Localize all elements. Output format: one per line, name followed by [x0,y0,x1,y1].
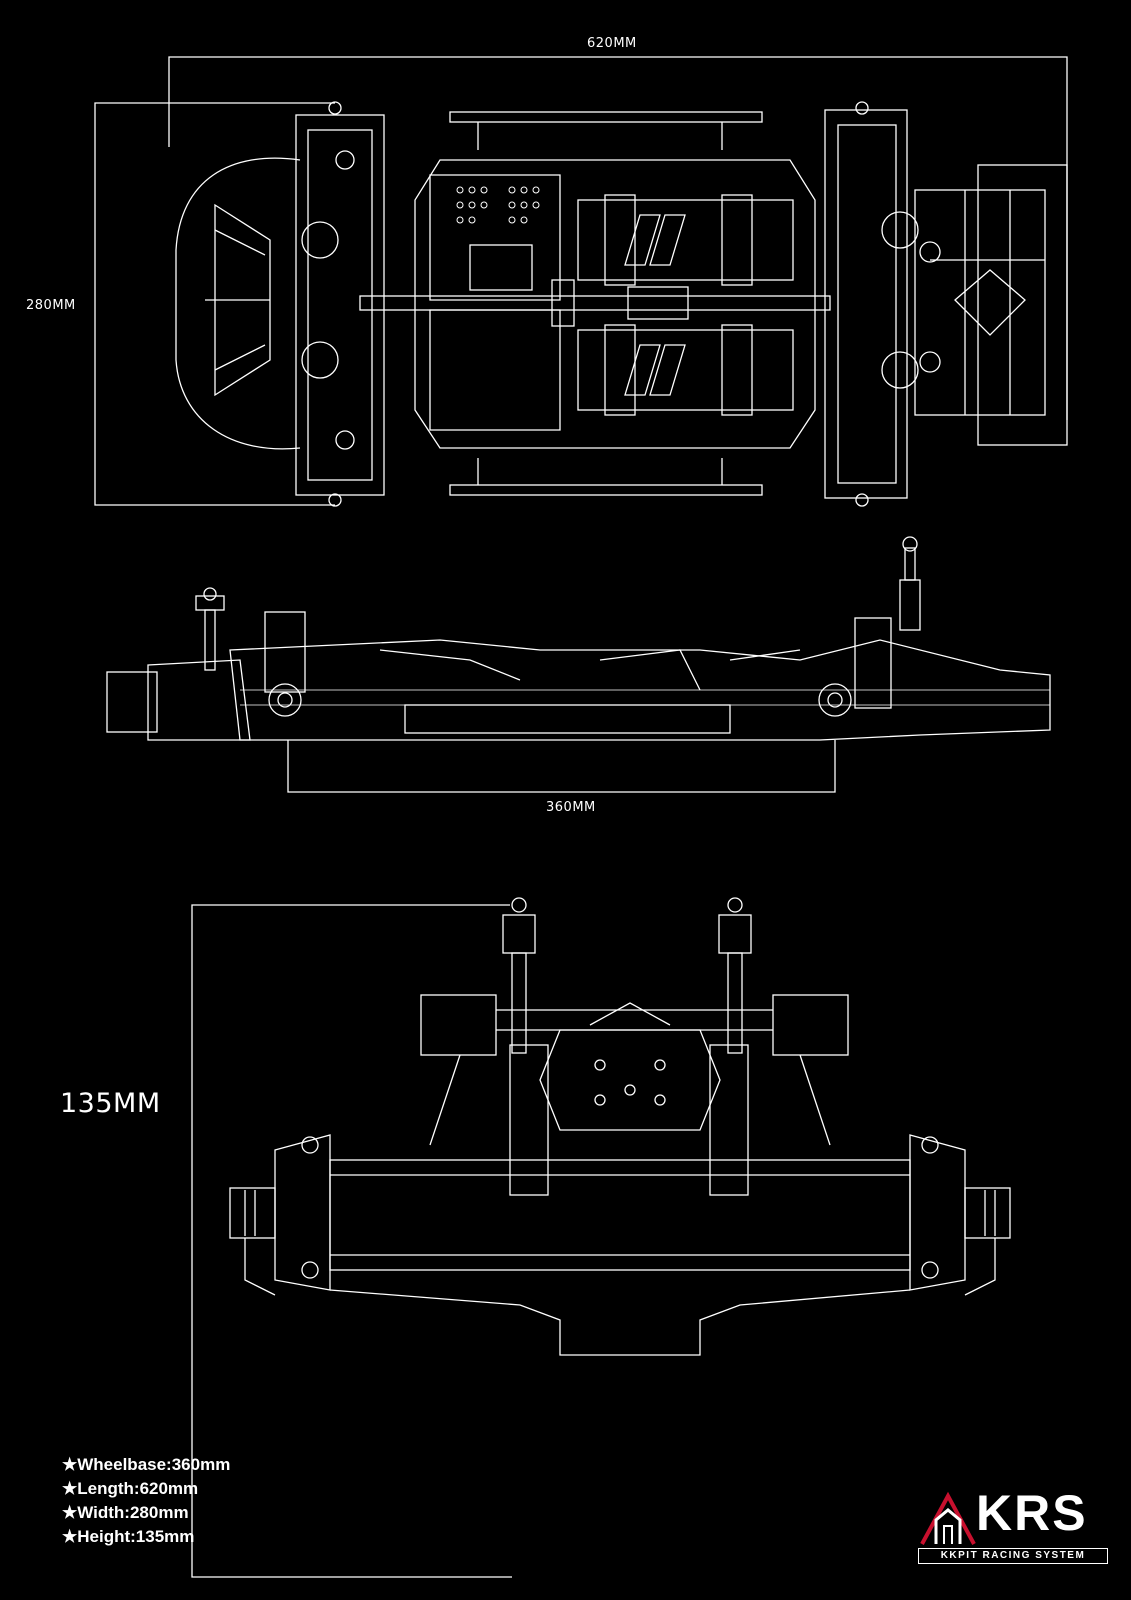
side-view-chassis [106,536,1051,741]
height-label: 135MM [60,1088,161,1119]
wheelbase-dimension-line [287,740,836,793]
logo-wordmark: KRS [976,1485,1088,1541]
spec-item-length: ★Length:620mm [62,1479,199,1498]
width-dimension-line [94,102,335,506]
star-icon: ★ [62,1479,78,1498]
logo-tagline: KKPIT RACING SYSTEM [918,1548,1108,1564]
front-view-chassis [229,897,1011,1356]
spec-item-height: ★Height:135mm [62,1527,195,1546]
star-icon: ★ [62,1527,78,1546]
star-icon: ★ [62,1455,78,1474]
spec-item-wheelbase: ★Wheelbase:360mm [62,1455,231,1474]
wheelbase-label: 360MM [546,800,596,815]
length-label: 620MM [587,36,637,51]
spec-list: ★Wheelbase:360mm ★Length:620mm ★Width:28… [62,1453,230,1549]
krs-logo: KRS KKPIT RACING SYSTEM [918,1485,1108,1564]
star-icon: ★ [62,1503,78,1522]
width-label: 280MM [26,298,76,313]
spec-item-width: ★Width:280mm [62,1503,189,1522]
logo-emblem-icon [920,1491,976,1545]
height-dimension-line [191,904,512,1578]
top-view-chassis [175,101,1068,507]
